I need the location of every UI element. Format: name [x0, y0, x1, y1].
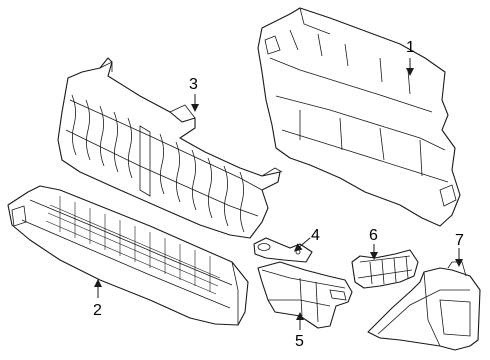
callout-2: 2 [93, 302, 102, 319]
callout-leaders [94, 58, 463, 330]
part-6-upper-duct [351, 249, 419, 289]
leader-4 [293, 237, 311, 252]
part-1-upper-air-deflector [257, 7, 461, 227]
callout-7: 7 [455, 232, 464, 249]
callout-1: 1 [406, 39, 415, 56]
part-7-side-deflector [367, 261, 481, 351]
callout-4: 4 [311, 227, 320, 244]
part-4-bracket [253, 237, 313, 263]
callout-5: 5 [295, 333, 304, 350]
part-5-air-duct [257, 261, 353, 329]
callout-6: 6 [369, 227, 378, 244]
part-2-lower-air-deflector [7, 185, 249, 326]
callout-3: 3 [189, 76, 198, 93]
grille-shutter-frame [57, 57, 283, 239]
